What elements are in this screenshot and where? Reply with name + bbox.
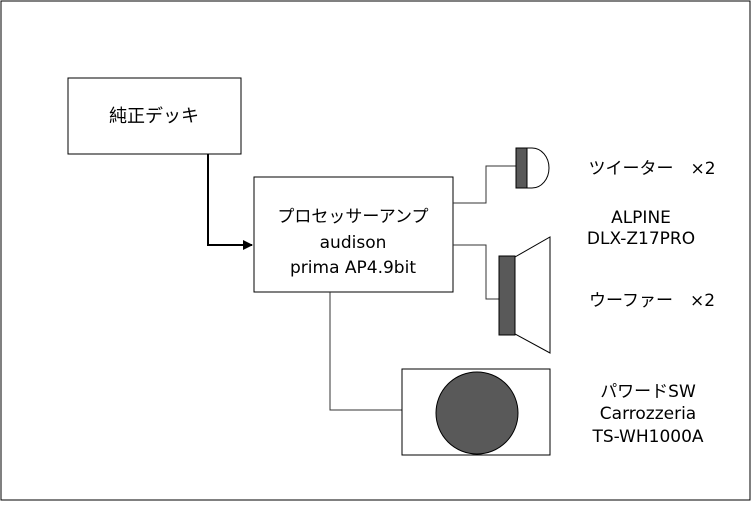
tweeter-label: ツイーター ×2: [588, 159, 715, 179]
woofer-icon: [498, 236, 551, 354]
tweeter-connector: [453, 165, 516, 204]
subwoofer-label-line2: Carrozzeria: [600, 404, 696, 424]
woofer-label: ウーファー ×2: [589, 291, 715, 311]
source-unit-box: 純正デッキ: [67, 77, 242, 155]
processor-label-line1: プロセッサーアンプ: [277, 207, 428, 227]
processor-label-line2: audison: [320, 233, 387, 253]
subwoofer-driver-icon: [435, 371, 519, 455]
front-model-label-line2: DLX-Z17PRO: [587, 229, 695, 249]
tweeter-icon: [515, 147, 550, 189]
subwoofer-label-line1: パワードSW: [600, 382, 696, 402]
source-unit-label: 純正デッキ: [109, 106, 199, 127]
front-model-label-line1: ALPINE: [611, 208, 671, 228]
subwoofer-box: [401, 368, 551, 456]
woofer-connector: [453, 244, 499, 300]
signal-arrow: [207, 154, 253, 250]
subwoofer-label-line3: TS-WH1000A: [591, 427, 703, 447]
processor-box: プロセッサーアンプ audison prima AP4.9bit: [253, 176, 454, 293]
processor-label-line3: prima AP4.9bit: [290, 258, 416, 278]
subwoofer-connector: [329, 292, 402, 411]
